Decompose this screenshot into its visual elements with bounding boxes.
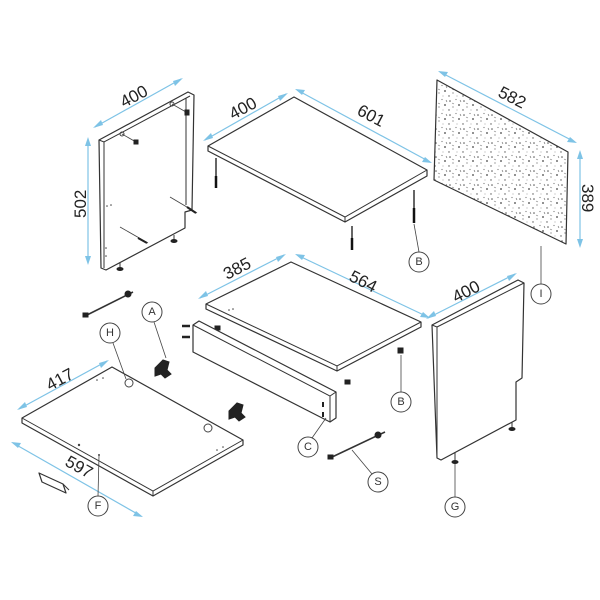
right-side-panel bbox=[431, 279, 525, 464]
svg-text:I: I bbox=[539, 288, 542, 300]
callout-h: H bbox=[99, 322, 127, 380]
dim-label: 400 bbox=[117, 81, 151, 111]
callout-f: F bbox=[87, 455, 109, 517]
dim-label: 582 bbox=[495, 83, 529, 113]
callout-b-top: B bbox=[408, 223, 430, 273]
leg-bolt-icon bbox=[214, 158, 416, 250]
svg-text:G: G bbox=[451, 501, 460, 513]
callout-a: A bbox=[141, 301, 167, 359]
callout-s: S bbox=[351, 449, 389, 493]
callout-c: C bbox=[297, 417, 327, 458]
plinth-clip-icon bbox=[38, 472, 70, 494]
bottom-panel bbox=[21, 366, 244, 497]
svg-text:B: B bbox=[415, 256, 422, 268]
svg-text:C: C bbox=[304, 441, 312, 453]
dowel-icon bbox=[182, 324, 324, 417]
svg-text:B: B bbox=[397, 396, 404, 408]
connector-bolt-icon bbox=[82, 290, 386, 460]
dim-label: 601 bbox=[354, 101, 388, 131]
cam-lock-icon bbox=[154, 359, 246, 422]
svg-text:H: H bbox=[106, 327, 114, 339]
top-panel bbox=[207, 96, 428, 250]
dim-label: 502 bbox=[71, 190, 90, 218]
leveling-foot-icon bbox=[116, 235, 178, 271]
front-rail bbox=[182, 320, 337, 423]
dowel-icon bbox=[119, 196, 198, 244]
dimension-left-height: 502 bbox=[71, 137, 91, 265]
svg-text:F: F bbox=[95, 500, 102, 512]
svg-text:A: A bbox=[148, 306, 156, 318]
dim-label: 385 bbox=[220, 254, 254, 284]
back-panel bbox=[433, 79, 569, 245]
callout-i: I bbox=[530, 246, 552, 305]
dimension-back-height: 389 bbox=[577, 150, 597, 248]
left-side-panel bbox=[98, 91, 198, 271]
cam-bolt-icon bbox=[119, 101, 190, 145]
callout-g: G bbox=[444, 464, 466, 518]
callout-b-shelf: B bbox=[390, 355, 412, 413]
svg-text:S: S bbox=[374, 476, 381, 488]
leveling-foot-icon bbox=[451, 422, 516, 464]
dim-label: 389 bbox=[578, 184, 597, 212]
shelf-panel bbox=[205, 261, 422, 385]
